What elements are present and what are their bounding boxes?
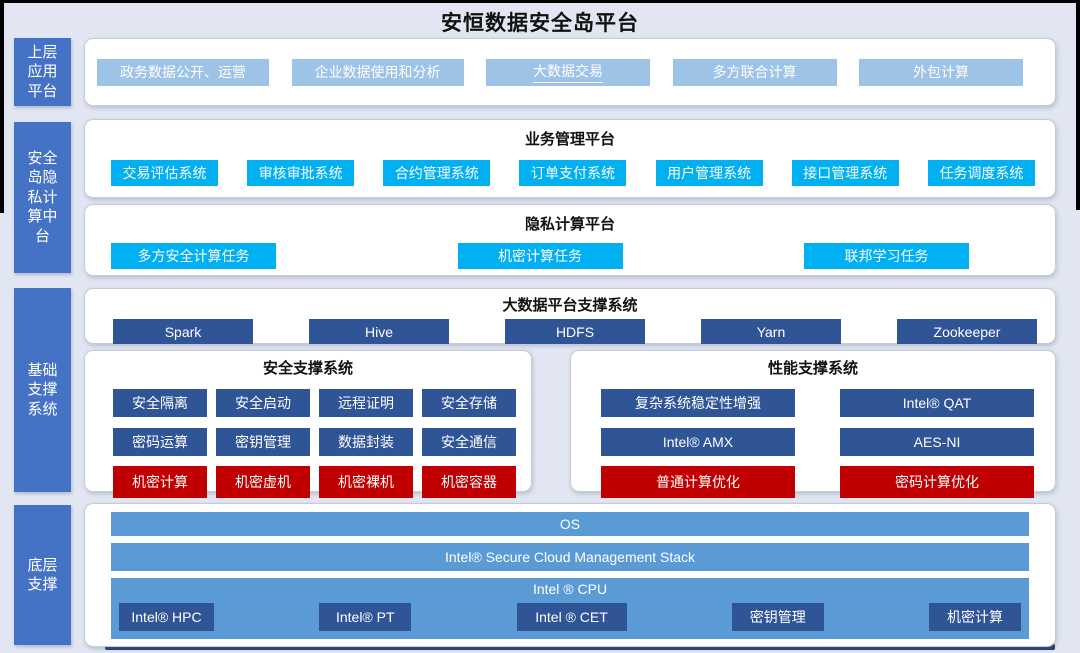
confidential-box: 机密裸机: [319, 466, 413, 498]
security-box: 安全隔离: [113, 389, 207, 417]
cpu-feature-box: Intel® PT: [319, 603, 412, 631]
system-box: 交易评估系统: [111, 160, 218, 186]
app-box: 外包计算: [859, 58, 1023, 86]
side-label-text: 底层支撑: [27, 556, 58, 594]
app-box: 企业数据使用和分析: [291, 58, 464, 86]
performance-box: Intel® AMX: [601, 428, 795, 456]
optimization-box: 密码计算优化: [840, 466, 1034, 498]
security-box: 密钥管理: [216, 428, 310, 456]
optimization-box: 普通计算优化: [601, 466, 795, 498]
panel-security-support: 安全支撑系统 安全隔离 安全启动 远程证明 安全存储 密码运算 密钥管理 数据封…: [84, 350, 532, 498]
confidential-box: 机密虚机: [216, 466, 310, 498]
side-label-security-island: 安全岛隐私计算中台: [14, 122, 71, 273]
cpu-feature-box: 机密计算: [929, 603, 1021, 631]
panel-upper-apps: 政务数据公开、运营 企业数据使用和分析 大数据交易 多方联合计算 外包计算: [84, 38, 1056, 106]
security-box: 数据封装: [319, 428, 413, 456]
cpu-feature-box: 密钥管理: [731, 603, 824, 631]
security-box: 安全启动: [216, 389, 310, 417]
component-box: Yarn: [701, 319, 841, 344]
task-box: 机密计算任务: [457, 243, 623, 269]
panel-title: 大数据平台支撑系统: [502, 297, 638, 314]
side-label-text: 基础支撑系统: [27, 361, 58, 418]
side-label-bottom-support: 底层支撑: [14, 505, 71, 645]
bottom-accent-line: [105, 644, 1055, 650]
security-box: 密码运算: [113, 428, 207, 456]
side-label-text: 上层应用平台: [27, 43, 58, 100]
performance-box: Intel® QAT: [840, 389, 1034, 417]
frame-right-edge: [1076, 0, 1080, 210]
confidential-box: 机密容器: [422, 466, 516, 498]
frame-left-edge: [0, 0, 4, 213]
system-box: 用户管理系统: [655, 160, 763, 186]
task-box: 联邦学习任务: [804, 243, 969, 269]
security-box: 安全存储: [422, 389, 516, 417]
system-box: 订单支付系统: [519, 160, 627, 186]
app-box: 多方联合计算: [672, 58, 837, 86]
panel-title: 隐私计算平台: [524, 216, 615, 233]
performance-box: AES-NI: [840, 428, 1034, 456]
page-title: 安恒数据安全岛平台: [441, 12, 639, 35]
panel-bottom-support: OS Intel® Secure Cloud Management Stack …: [84, 503, 1056, 647]
system-box: 合约管理系统: [383, 160, 491, 186]
app-box: 政务数据公开、运营: [97, 58, 269, 86]
system-box: 接口管理系统: [791, 160, 899, 186]
side-label-foundation: 基础支撑系统: [14, 288, 71, 492]
security-box: 安全通信: [422, 428, 516, 456]
panel-bigdata-support: 大数据平台支撑系统 Spark Hive HDFS Yarn Zookeeper: [84, 288, 1056, 344]
component-box: HDFS: [505, 319, 645, 344]
component-box: Zookeeper: [897, 319, 1037, 344]
panel-title: 安全支撑系统: [262, 360, 353, 377]
panel-title: 性能支撑系统: [767, 360, 858, 377]
side-label-text: 安全岛隐私计算中台: [27, 149, 58, 245]
security-box: 远程证明: [319, 389, 413, 417]
cpu-bar: Intel ® CPU Intel® HPC Intel® PT Intel ®…: [111, 578, 1029, 639]
secure-cloud-stack-bar: Intel® Secure Cloud Management Stack: [111, 543, 1029, 571]
confidential-box: 机密计算: [113, 466, 207, 498]
cpu-bar-label: Intel ® CPU: [532, 581, 608, 597]
task-box: 多方安全计算任务: [111, 243, 276, 269]
panel-privacy-computing: 隐私计算平台 多方安全计算任务 机密计算任务 联邦学习任务: [84, 204, 1056, 276]
panel-title: 业务管理平台: [524, 131, 615, 148]
cpu-feature-box: Intel ® CET: [516, 603, 627, 631]
side-label-upper-app: 上层应用平台: [14, 38, 71, 106]
cpu-feature-box: Intel® HPC: [119, 603, 214, 631]
app-box: 大数据交易: [486, 58, 650, 86]
component-box: Spark: [113, 319, 253, 344]
system-box: 任务调度系统: [927, 160, 1035, 186]
panel-performance-support: 性能支撑系统 复杂系统稳定性增强 Intel® QAT Intel® AMX A…: [570, 350, 1056, 498]
os-bar: OS: [111, 512, 1029, 536]
system-box: 审核审批系统: [247, 160, 355, 186]
performance-box: 复杂系统稳定性增强: [601, 389, 795, 417]
component-box: Hive: [309, 319, 449, 344]
frame-top-edge: [0, 0, 1080, 3]
panel-business-management: 业务管理平台 交易评估系统 审核审批系统 合约管理系统 订单支付系统 用户管理系…: [84, 119, 1056, 198]
